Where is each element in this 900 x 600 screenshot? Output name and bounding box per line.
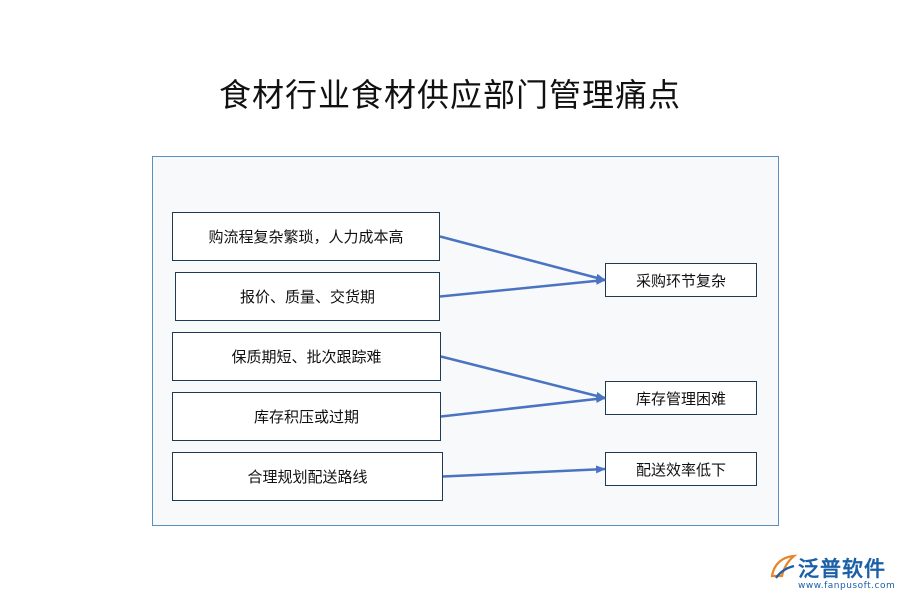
diagram-title: 食材行业食材供应部门管理痛点 <box>218 76 681 114</box>
cause-label: 合理规划配送路线 <box>247 468 368 486</box>
cause-label: 保质期短、批次跟踪难 <box>231 348 382 366</box>
issue-box-inventory: 库存管理困难 <box>605 381 757 415</box>
cause-box-shelf-life: 保质期短、批次跟踪难 <box>172 332 441 381</box>
cause-label: 报价、质量、交货期 <box>239 288 375 306</box>
cause-label: 购流程复杂繁琐，人力成本高 <box>208 228 404 246</box>
logo-name: 泛普软件 <box>798 557 886 581</box>
cause-box-quote-quality-delivery: 报价、质量、交货期 <box>175 272 440 321</box>
cause-box-procurement-process: 购流程复杂繁琐，人力成本高 <box>172 212 440 261</box>
cause-box-inventory-backlog: 库存积压或过期 <box>172 392 441 441</box>
cause-box-delivery-route: 合理规划配送路线 <box>172 452 443 501</box>
issue-box-delivery: 配送效率低下 <box>605 452 757 486</box>
logo-url: www.fanpusoft.com <box>798 581 896 591</box>
logo-icon <box>770 554 798 579</box>
brand-logo: 泛普软件 www.fanpusoft.com <box>768 552 896 594</box>
cause-label: 库存积压或过期 <box>253 408 359 426</box>
issue-label: 库存管理困难 <box>635 389 726 408</box>
issue-label: 配送效率低下 <box>635 460 726 479</box>
issue-label: 采购环节复杂 <box>635 271 726 290</box>
issue-box-procurement: 采购环节复杂 <box>605 263 757 297</box>
